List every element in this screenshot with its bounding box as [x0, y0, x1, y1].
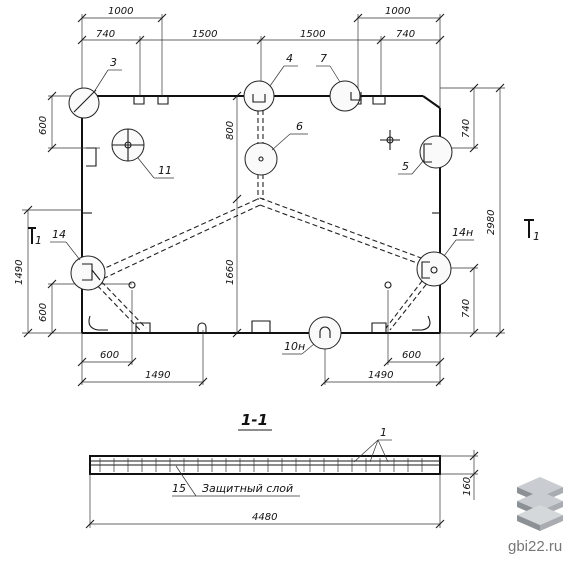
- dim-top-740-left: 740: [96, 29, 115, 40]
- gbi22-logo-icon: [517, 477, 563, 531]
- callout-circle-6: [244, 142, 278, 176]
- callout-label-14n: 14н: [452, 226, 473, 239]
- callout-label-3: 3: [110, 56, 117, 69]
- reinforcement-lines: [91, 110, 437, 331]
- section-1-1: 1-1 1 15 Защитный слой 4480 160: [85, 411, 479, 529]
- callout-label-14: 14: [52, 228, 66, 241]
- dim-left-1490: 1490: [14, 260, 25, 285]
- section-marker-left: 1: [35, 234, 42, 247]
- callout-circle-10n: [308, 316, 342, 350]
- dim-center-1660: 1660: [225, 260, 236, 285]
- section-title: 1-1: [241, 411, 268, 429]
- callouts: 3 4 7 6 11 5: [50, 52, 474, 355]
- protective-layer-note: Защитный слой: [202, 482, 293, 495]
- left-dimensions: 600 1490 600 1: [14, 91, 132, 338]
- callout-circle-3: [68, 87, 100, 119]
- callout-circle-14: [70, 255, 106, 291]
- dim-right-740-top: 740: [461, 119, 472, 138]
- dim-top-1000-left: 1000: [108, 6, 133, 17]
- callout-label-6: 6: [296, 120, 303, 133]
- dim-top-740-right: 740: [396, 29, 415, 40]
- dim-bottom-1490-right: 1490: [368, 370, 393, 381]
- right-dimensions: 740 2980 740 1: [440, 83, 540, 338]
- center-dimensions: 800 1660: [225, 91, 242, 338]
- dim-section-160: 160: [462, 477, 473, 496]
- section-label-1: 1: [380, 426, 387, 439]
- callout-circle-4: [243, 80, 275, 112]
- dim-left-600-bottom: 600: [38, 303, 49, 322]
- watermark-text: gbi22.ru: [508, 538, 562, 555]
- dim-bottom-1490-left: 1490: [145, 370, 170, 381]
- dim-right-740-bottom: 740: [461, 299, 472, 318]
- callout-label-11: 11: [158, 164, 172, 177]
- dim-right-2980: 2980: [486, 210, 497, 235]
- callout-circle-5: [419, 135, 453, 169]
- callout-label-7: 7: [320, 52, 327, 65]
- section-rebar-ticks: [99, 458, 423, 472]
- dim-top-1500-right: 1500: [300, 29, 325, 40]
- dim-bottom-600-right: 600: [402, 350, 421, 361]
- dim-bottom-600-left: 600: [100, 350, 119, 361]
- dim-top-1000-right: 1000: [385, 6, 410, 17]
- top-dimensions: 1000 1000 740 1500 1500 740: [77, 6, 445, 108]
- dim-left-600-top: 600: [38, 116, 49, 135]
- callout-label-5: 5: [402, 160, 409, 173]
- section-marker-right: 1: [533, 230, 540, 243]
- dim-top-1500-left: 1500: [192, 29, 217, 40]
- dim-center-800: 800: [225, 121, 236, 140]
- callout-circle-7: [329, 80, 361, 112]
- section-label-15: 15: [172, 482, 186, 495]
- embedded-parts: [86, 96, 432, 333]
- callout-label-10n: 10н: [284, 340, 305, 353]
- callout-label-4: 4: [286, 52, 293, 65]
- bottom-dimensions: 600 1490 600 1490: [77, 290, 445, 387]
- dim-section-4480: 4480: [252, 512, 277, 523]
